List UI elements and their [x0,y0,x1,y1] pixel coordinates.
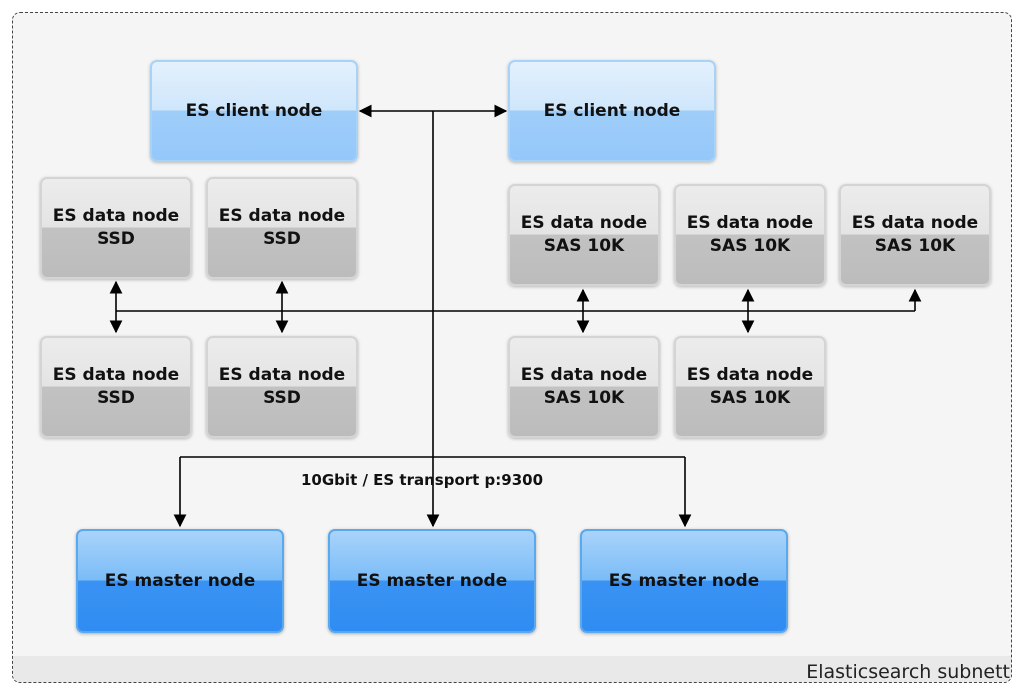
data-node-title: ES data node [686,365,814,385]
data-node-title: ES data node [520,365,648,385]
data-node-sas-5: ES data node SAS 10K [674,336,826,438]
data-node-title: ES data node [851,213,979,233]
data-node-disk: SSD [97,388,135,408]
transport-label: 10Gbit / ES transport p:9300 [301,471,544,489]
client-node-label: ES client node [185,100,323,121]
data-node-title: ES data node [52,365,180,385]
data-node-disk: SSD [97,229,135,249]
data-node-disk: SAS 10K [874,236,956,256]
data-node-disk: SSD [263,229,301,249]
data-node-ssd-4: ES data node SSD [206,336,358,438]
master-node-2: ES master node [328,529,536,633]
data-node-sas-3: ES data node SAS 10K [839,184,991,286]
data-node-title: ES data node [686,213,814,233]
data-node-title: ES data node [520,213,648,233]
master-node-1: ES master node [76,529,284,633]
client-node-2: ES client node [508,60,716,162]
master-node-label: ES master node [356,570,508,591]
data-node-title: ES data node [218,206,346,226]
subnet-label: Elasticsearch subnett [806,661,1010,683]
client-node-1: ES client node [150,60,358,162]
data-node-ssd-2: ES data node SSD [206,177,358,279]
data-node-sas-1: ES data node SAS 10K [508,184,660,286]
master-node-label: ES master node [608,570,760,591]
master-node-label: ES master node [104,570,256,591]
data-node-disk: SAS 10K [709,236,791,256]
data-node-disk: SAS 10K [709,388,791,408]
data-node-disk: SSD [263,388,301,408]
data-node-title: ES data node [52,206,180,226]
data-node-sas-4: ES data node SAS 10K [508,336,660,438]
subnet-label-strip [13,656,1011,682]
data-node-title: ES data node [218,365,346,385]
client-node-label: ES client node [543,100,681,121]
data-node-ssd-1: ES data node SSD [40,177,192,279]
data-node-disk: SAS 10K [543,236,625,256]
data-node-sas-2: ES data node SAS 10K [674,184,826,286]
data-node-ssd-3: ES data node SSD [40,336,192,438]
master-node-3: ES master node [580,529,788,633]
data-node-disk: SAS 10K [543,388,625,408]
